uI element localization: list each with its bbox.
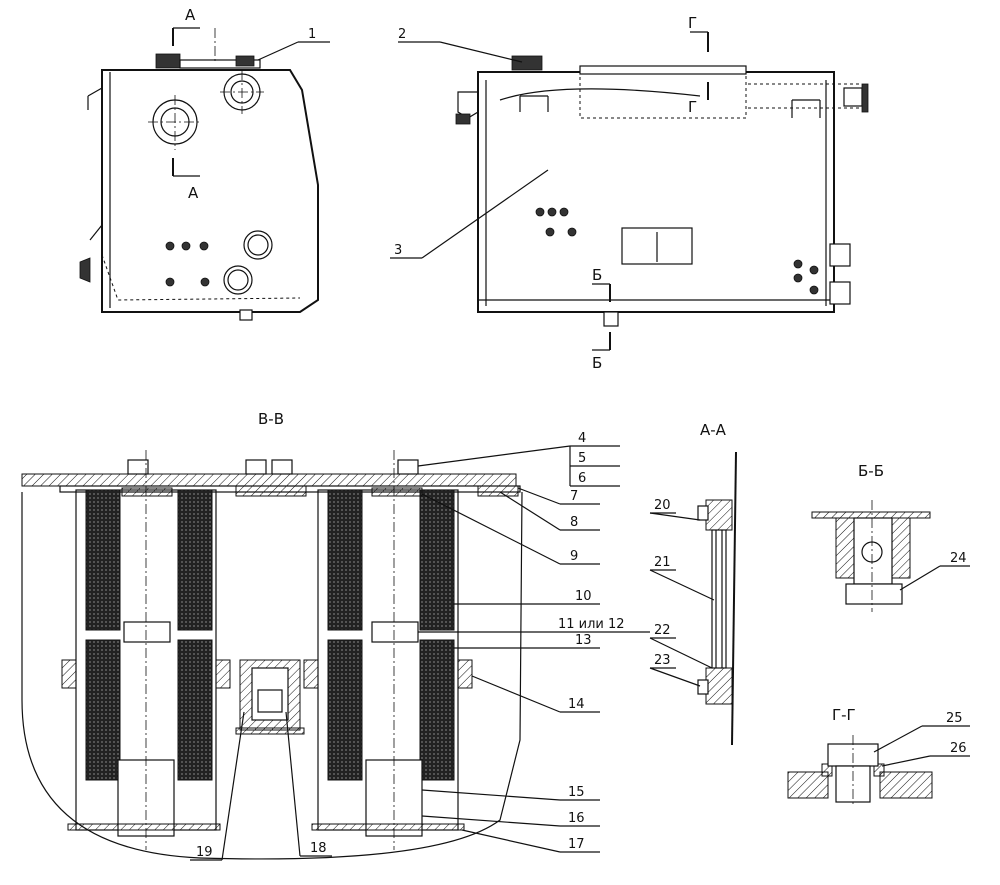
callout-column: 4 5 6 7 8 9 10 11 или 12 13 14 15 16 17 …: [190, 431, 650, 861]
callout-8: 8: [570, 515, 578, 530]
section-mark-g-bottom: Г: [688, 98, 697, 116]
bypass-valve: [235, 659, 305, 735]
callout-14: 14: [568, 697, 585, 712]
leader-3: [421, 169, 549, 259]
gauge-upper: [243, 230, 273, 260]
bolt-center-b: [271, 459, 293, 475]
section-title-aa: А-А: [700, 421, 727, 439]
front-view: Г Г Б Б: [455, 14, 869, 372]
callout-16: 16: [568, 811, 585, 826]
filler-cap-front: [511, 55, 543, 71]
bolt-right: [397, 459, 419, 475]
callout-10: 10: [575, 589, 592, 604]
callout-20: 20: [654, 498, 671, 513]
bolt-left: [127, 459, 149, 475]
flange-right: [220, 70, 264, 114]
section-gg: 25 26: [787, 711, 970, 806]
cover-plate: [21, 473, 517, 487]
callout-22: 22: [654, 623, 671, 638]
callout-19: 19: [196, 845, 213, 860]
valve-row: [165, 241, 210, 287]
callout-1: 1: [308, 27, 316, 42]
callout-4: 4: [578, 431, 586, 446]
callout-7: 7: [570, 489, 578, 504]
section-title-vv: В-В: [258, 410, 284, 428]
gauge-lower: [223, 265, 253, 295]
callout-18: 18: [310, 841, 327, 856]
callout-21: 21: [654, 555, 671, 570]
filter-left: [61, 450, 231, 850]
section-vv: [21, 450, 523, 860]
section-mark-a-bottom: А: [188, 184, 199, 202]
valve-cluster-front: [535, 207, 577, 237]
leader-2: [439, 41, 523, 63]
section-mark-a-top: А: [185, 6, 196, 24]
sight-window: [621, 227, 693, 265]
section-mark-b-bottom: Б: [592, 354, 602, 372]
callout-23: 23: [654, 653, 671, 668]
callout-26: 26: [950, 741, 967, 756]
callout-2: 2: [398, 27, 406, 42]
section-mark-b-top: Б: [592, 266, 602, 284]
section-title-gg: Г-Г: [832, 706, 856, 724]
side-view: А А: [79, 6, 319, 321]
leader-1: [257, 41, 299, 61]
callout-9: 9: [570, 549, 578, 564]
section-aa: 20 21 22 23: [649, 451, 737, 746]
callout-6: 6: [578, 471, 586, 486]
section-title-bb: Б-Б: [858, 462, 884, 480]
callout-17: 17: [568, 837, 585, 852]
bolt-center-a: [245, 459, 267, 475]
callout-24: 24: [950, 551, 967, 566]
filler-cap: [155, 53, 181, 69]
callout-5: 5: [578, 451, 586, 466]
filter-right: [303, 450, 473, 850]
callout-13: 13: [575, 633, 592, 648]
callout-11-12: 11 или 12: [558, 617, 625, 632]
section-bb: 24: [811, 500, 970, 612]
callout-15: 15: [568, 785, 585, 800]
callout-3: 3: [394, 243, 402, 258]
valve-cluster-right: [793, 259, 819, 295]
callout-25: 25: [946, 711, 963, 726]
flange-left: [148, 95, 202, 150]
section-mark-g-top: Г: [688, 14, 697, 32]
